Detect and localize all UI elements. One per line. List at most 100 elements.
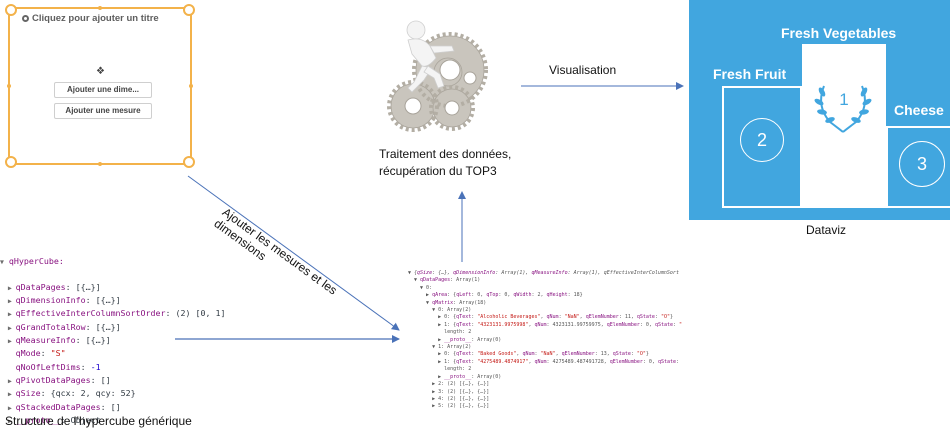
console-line: length: 2	[408, 329, 472, 336]
property-value: [{…}]	[95, 321, 121, 332]
hypercube-property-row: qNoOfLeftDims: -1	[0, 361, 225, 374]
console-line[interactable]: ▼ 1: Array(2)	[408, 344, 472, 351]
console-line[interactable]: ▼ {qSize: {…}, qDimensionInfo: Array(1),…	[408, 270, 679, 276]
expand-triangle-icon[interactable]: ▶	[0, 390, 16, 399]
podium-rank-2-badge: 2	[740, 118, 784, 162]
property-key: qSize	[15, 388, 41, 399]
property-key: qEffectiveInterColumnSortOrder	[15, 308, 166, 319]
console-line[interactable]: ▶ 0: {qText: "Alcoholic Beverages", qNum…	[408, 314, 674, 321]
separator: :	[40, 348, 51, 359]
console-line[interactable]: ▶ 5: (2) [{…}, {…}]	[408, 403, 490, 410]
expand-triangle-icon[interactable]: ▶	[0, 416, 16, 425]
chart-title-placeholder[interactable]: Cliquez pour ajouter un titre	[22, 13, 159, 24]
expand-triangle-icon[interactable]: ▶	[0, 376, 16, 385]
property-key: qPivotDataPages	[15, 374, 91, 385]
hypercube-property-row[interactable]: ▶ __proto__: Object	[0, 414, 225, 427]
add-measure-button[interactable]: Ajouter une mesure	[54, 103, 152, 119]
processing-caption: Traitement des données, récupération du …	[379, 146, 511, 180]
console-line[interactable]: ▶ 1: {qText: "4323131.9975998", qNum: 43…	[408, 321, 683, 328]
hypercube-property-row[interactable]: ▶ qStackedDataPages: []	[0, 401, 225, 414]
figure-pushing-gears-icon	[387, 20, 488, 132]
console-line[interactable]: ▼ qMatrix: Array(18)	[408, 299, 487, 306]
separator: :	[90, 374, 101, 385]
hypercube-property-row[interactable]: ▶ qDimensionInfo: [{…}]	[0, 294, 225, 307]
expand-triangle-icon[interactable]: ▶	[0, 310, 16, 319]
property-key: qNoOfLeftDims	[15, 361, 81, 372]
dataviz-podium-panel: Fresh Fruit 2 Fresh Vegetables 1 Cheese …	[689, 0, 950, 220]
podium-block-rank-2	[722, 86, 802, 208]
chart-title-text: Cliquez pour ajouter un titre	[32, 13, 159, 24]
hypercube-root[interactable]: ▼ qHyperCube:	[0, 256, 64, 267]
property-value: (2) [0, 1]	[175, 308, 226, 319]
visualisation-label: Visualisation	[549, 63, 617, 77]
console-line[interactable]: ▶ qArea: {qLeft: 0, qTop: 0, qWidth: 2, …	[408, 292, 583, 299]
property-value: [{…}]	[95, 295, 121, 306]
processing-caption-line2: récupération du TOP3	[379, 164, 497, 178]
podium-block-rank-1	[802, 44, 886, 208]
hypercube-property-row[interactable]: ▶ qEffectiveInterColumnSortOrder: (2) [0…	[0, 307, 226, 320]
qlik-chart-placeholder[interactable]: Cliquez pour ajouter un titre ❖ Ajouter …	[5, 4, 195, 168]
separator: :	[100, 401, 111, 412]
console-line[interactable]: ▶ 2: (2) [{…}, {…}]	[408, 381, 490, 388]
resize-handle[interactable]	[7, 84, 11, 88]
separator: :	[65, 281, 76, 292]
separator: :	[85, 321, 96, 332]
hypercube-property-row[interactable]: ▶ qDataPages: [{…}]	[0, 281, 225, 294]
resize-handle[interactable]	[98, 6, 102, 10]
expand-triangle-icon[interactable]: ▶	[0, 337, 16, 346]
resize-handle[interactable]	[5, 156, 17, 168]
spacer	[0, 364, 16, 372]
resize-handle[interactable]	[183, 156, 195, 168]
hypercube-property-row[interactable]: ▶ qPivotDataPages: []	[0, 374, 225, 387]
spacer	[0, 350, 16, 358]
hypercube-property-row[interactable]: ▶ qMeasureInfo: [{…}]	[0, 334, 225, 347]
property-key: qGrandTotalRow	[15, 321, 86, 332]
laurel-wreath-icon	[814, 85, 872, 133]
hypercube-property-row[interactable]: ▶ qSize: {qcx: 2, qcy: 52}	[0, 387, 225, 400]
property-value: [{…}]	[75, 281, 101, 292]
console-line[interactable]: ▼ qDataPages: Array(1)	[408, 277, 481, 284]
resize-handle[interactable]	[5, 4, 17, 16]
property-key: __proto__	[15, 414, 61, 425]
expand-triangle-icon[interactable]: ▶	[0, 323, 16, 332]
console-line[interactable]: ▶ 4: (2) [{…}, {…}]	[408, 395, 490, 402]
separator: :	[165, 308, 176, 319]
processing-caption-line1: Traitement des données,	[379, 147, 512, 161]
property-value: [{…}]	[85, 335, 111, 346]
console-line[interactable]: ▶ __proto__: Array(0)	[408, 373, 502, 380]
console-line[interactable]: ▶ __proto__: Array(0)	[408, 336, 502, 343]
expand-triangle-icon[interactable]: ▶	[0, 403, 16, 412]
expand-triangle-icon[interactable]: ▶	[0, 297, 16, 306]
console-line[interactable]: ▶ 0: {qText: "Baked Goods", qNum: "NaN",…	[408, 351, 649, 358]
podium-label-rank-1: Fresh Vegetables	[781, 25, 897, 41]
property-key: qMode	[15, 348, 41, 359]
hypercube-console-tree: ▼ qHyperCube: ▶ qDataPages: [{…}] ▶ qDim…	[0, 243, 225, 439]
console-line[interactable]: ▼ 0:	[408, 284, 433, 291]
resize-handle[interactable]	[98, 162, 102, 166]
separator: :	[60, 414, 71, 425]
hypercube-property-row: qMode: "S"	[0, 347, 225, 360]
add-dimension-button[interactable]: Ajouter une dime...	[54, 82, 152, 98]
arrow-add-measures	[187, 175, 400, 331]
hypercube-caption: Structure de l’hypercube générique	[5, 414, 192, 428]
hypercube-property-row[interactable]: ▶ qGrandTotalRow: [{…}]	[0, 321, 225, 334]
console-line[interactable]: ▶ 1: {qText: "4275489.4874917", qNum: 42…	[408, 358, 680, 365]
resize-handle[interactable]	[189, 84, 193, 88]
podium-rank-1-badge: 1	[839, 90, 849, 109]
property-value: Object	[70, 414, 101, 425]
separator: :	[40, 388, 51, 399]
console-line: length: 2	[408, 366, 472, 373]
podium-rank-3-badge: 3	[899, 141, 945, 187]
dataviz-caption: Dataviz	[806, 223, 847, 237]
console-line[interactable]: ▶ 3: (2) [{…}, {…}]	[408, 388, 490, 395]
resize-handle[interactable]	[183, 4, 195, 16]
podium-label-rank-2: Fresh Fruit	[713, 66, 787, 82]
datapages-console-dump: ▼ {qSize: {…}, qDimensionInfo: Array(1),…	[408, 270, 682, 411]
separator: :	[75, 335, 86, 346]
console-line[interactable]: ▼ 0: Array(2)	[408, 307, 472, 314]
property-value: []	[110, 401, 121, 412]
expand-triangle-icon[interactable]: ▶	[0, 283, 16, 292]
puzzle-piece-icon: ❖	[96, 66, 105, 77]
property-key: qDataPages	[15, 281, 66, 292]
